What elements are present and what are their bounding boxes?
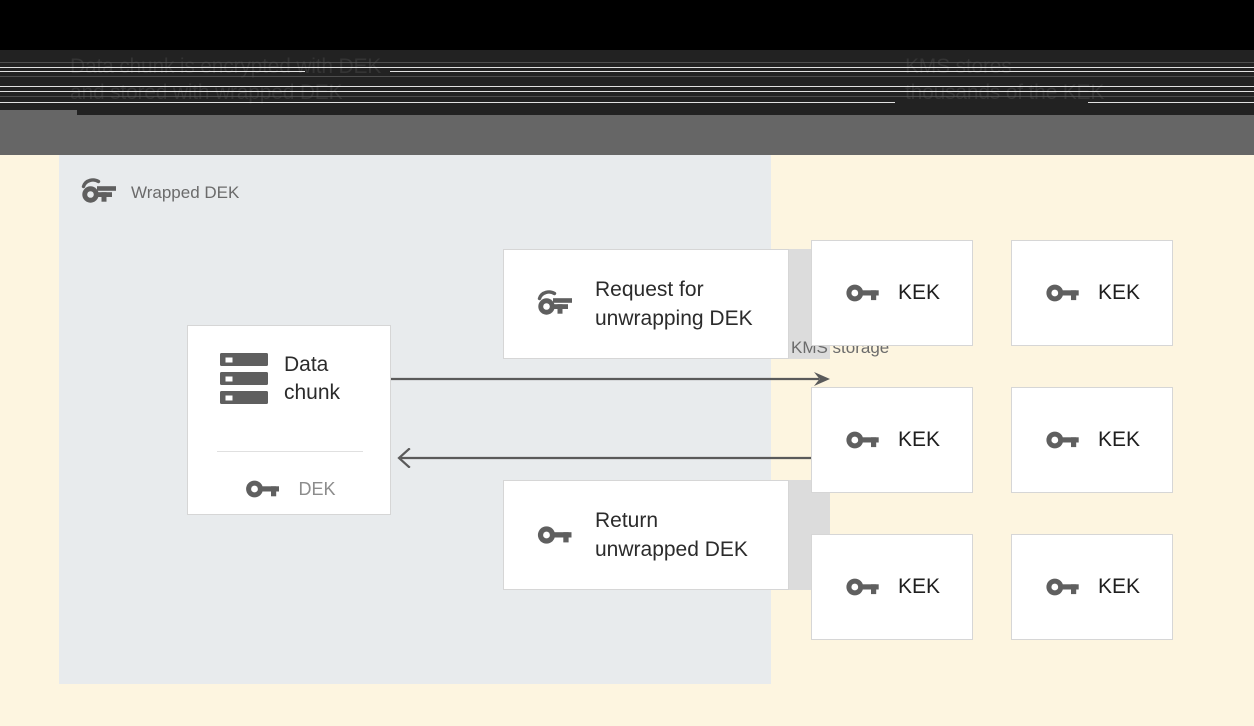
kek-card[interactable]: KEK: [1011, 387, 1173, 493]
kek-card[interactable]: KEK: [811, 387, 973, 493]
scanline: [1088, 102, 1254, 103]
dek-label: DEK: [298, 478, 336, 499]
wrapped-key-icon: [535, 288, 575, 320]
key-icon: [1044, 574, 1082, 600]
scanline: [390, 71, 1254, 72]
header-caption-right-line1: KMS stores: [905, 55, 1012, 78]
scanline: [0, 91, 1254, 92]
data-chunk-label-line1: Data: [284, 353, 329, 376]
diagram-canvas: Wrapped DEK Data chunk: [0, 155, 1254, 726]
kek-label: KEK: [897, 281, 941, 304]
data-chunk-card[interactable]: Data chunk DEK: [187, 325, 391, 515]
kek-card[interactable]: KEK: [811, 240, 973, 346]
dek-row: DEK: [188, 476, 392, 502]
scanline: [0, 76, 1254, 77]
scanline: [0, 96, 1254, 97]
scanline: [0, 86, 1254, 87]
request-message-label-line1: Request for: [595, 278, 704, 301]
key-icon: [844, 574, 882, 600]
key-icon: [535, 521, 575, 549]
kek-label: KEK: [1097, 575, 1141, 598]
header-caption-band: Data chunk is encrypted with DEK and sto…: [0, 50, 1254, 115]
kek-label: KEK: [897, 428, 941, 451]
top-black-band: [0, 0, 1254, 50]
return-message-card[interactable]: Return unwrapped DEK: [503, 480, 789, 590]
wrapped-key-icon: [79, 177, 119, 207]
kek-label: KEK: [897, 575, 941, 598]
header-caption-left-line1: Data chunk is encrypted with DEK: [70, 55, 382, 78]
client-panel-title: Wrapped DEK: [131, 183, 240, 202]
header-gray-band: [0, 115, 1254, 155]
key-icon: [844, 280, 882, 306]
header-caption-right-line2: thousands of the KEK: [905, 81, 1105, 104]
data-chunk-label: Data chunk: [284, 351, 362, 407]
key-icon: [244, 476, 282, 502]
return-message-label: Return unwrapped DEK: [595, 506, 780, 564]
scanline: [0, 71, 305, 72]
client-panel: Wrapped DEK Data chunk: [59, 155, 830, 684]
scanline: [0, 62, 1254, 63]
request-message-label-line2: unwrapping DEK: [595, 307, 753, 330]
header-band-notch: [0, 110, 77, 118]
key-icon: [1044, 427, 1082, 453]
key-icon: [844, 427, 882, 453]
data-chunk-label-line2: chunk: [284, 381, 341, 404]
kek-card[interactable]: KEK: [811, 534, 973, 640]
data-chunk-row: Data chunk: [188, 350, 392, 408]
key-icon: [1044, 280, 1082, 306]
storage-stack-icon: [218, 350, 270, 408]
scanline: [0, 102, 895, 103]
request-arrow-icon: [391, 371, 830, 387]
request-message-card[interactable]: Request for unwrapping DEK: [503, 249, 789, 359]
data-chunk-divider: [217, 451, 363, 452]
kek-label: KEK: [1097, 281, 1141, 304]
scanline: [0, 67, 1254, 68]
return-message-label-line2: unwrapped DEK: [595, 538, 748, 561]
kek-card[interactable]: KEK: [1011, 240, 1173, 346]
return-arrow-icon: [391, 448, 830, 468]
request-message-label: Request for unwrapping DEK: [595, 275, 780, 333]
kek-card[interactable]: KEK: [1011, 534, 1173, 640]
kek-label: KEK: [1097, 428, 1141, 451]
kek-grid: KEK KEK KEK: [811, 240, 1173, 640]
return-message-label-line1: Return: [595, 509, 659, 532]
